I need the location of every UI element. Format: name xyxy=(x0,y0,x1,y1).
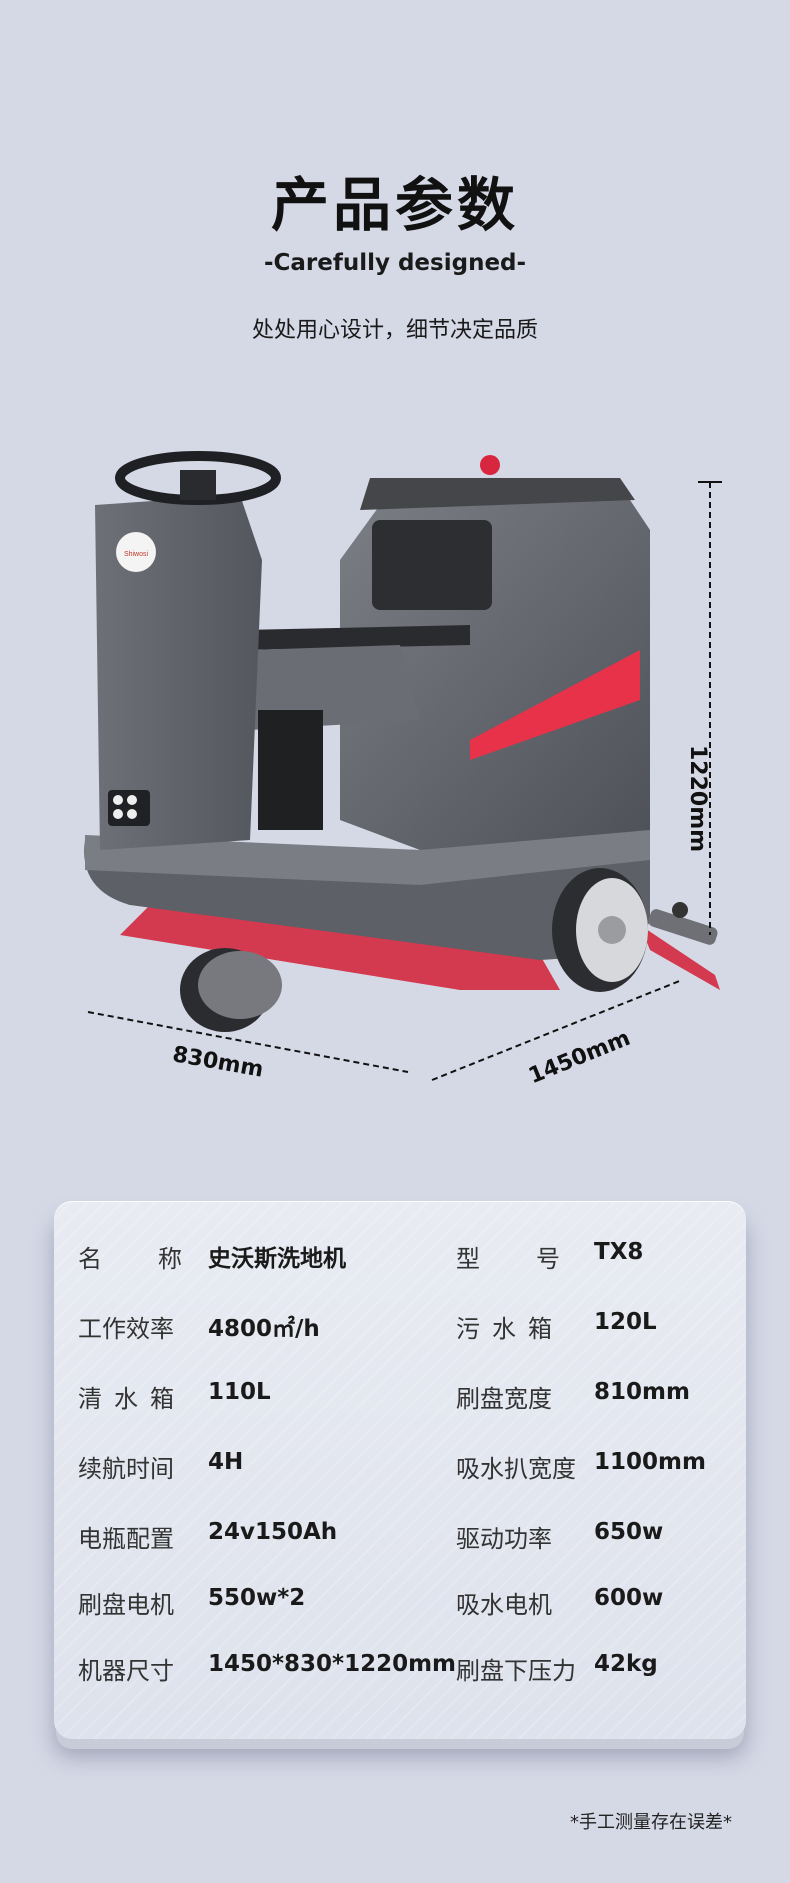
page-title: 产品参数 xyxy=(270,171,519,239)
spec-label: 工作效率 xyxy=(78,1315,174,1343)
spec-value: 600w xyxy=(594,1585,664,1611)
spec-row: 清水箱 110L 刷盘宽度 810mm xyxy=(54,1379,746,1419)
footnote: *手工测量存在误差* xyxy=(570,1812,732,1833)
spec-label: 吸水电机 xyxy=(456,1591,552,1619)
brand-logo: Shiwosi xyxy=(124,551,149,558)
spec-card: 名称史沃斯洗地机 型号 TX8 工作效率 4800㎡/h 污水箱 120L 清水箱 110L 刷盘… xyxy=(54,1201,746,1739)
spec-row: 电瓶配置 24v150Ah 驱动功率 650w xyxy=(54,1519,746,1559)
spec-label: 电瓶配置 xyxy=(78,1525,174,1553)
spec-label: 续航时间 xyxy=(78,1455,174,1483)
spec-label: 驱动功率 xyxy=(456,1525,552,1553)
squeegee-arm xyxy=(648,902,718,945)
spec-label: 污水箱 xyxy=(456,1315,552,1343)
spec-label: 型号 xyxy=(456,1245,560,1273)
spec-value: 1450*830*1220mm xyxy=(208,1651,457,1677)
spec-row: 刷盘电机 550w*2 吸水电机 600w xyxy=(54,1585,746,1625)
seat xyxy=(245,625,470,830)
spec-row: 续航时间 4H 吸水扒宽度 1100mm xyxy=(54,1449,746,1489)
red-accent-panel xyxy=(470,650,640,760)
floor-scrubber-illustration: Shiwosi xyxy=(84,451,722,1081)
spec-value: 4H xyxy=(208,1449,244,1475)
spec-value: TX8 xyxy=(594,1239,644,1265)
spec-value: 24v150Ah xyxy=(208,1519,338,1545)
spec-value: 1100mm xyxy=(594,1449,706,1475)
dimension-lines xyxy=(87,481,722,1081)
base-platform xyxy=(84,825,650,960)
spec-label: 清水箱 xyxy=(78,1385,174,1413)
spec-value: 650w xyxy=(594,1519,664,1545)
front-wheel xyxy=(180,948,282,1032)
spec-value: 550w*2 xyxy=(208,1585,306,1611)
spec-label: 名称 xyxy=(78,1245,182,1273)
spec-label: 吸水扒宽度 xyxy=(456,1455,576,1483)
steering-wheel xyxy=(115,451,281,505)
spec-label: 刷盘下压力 xyxy=(456,1657,576,1685)
spec-row: 名称史沃斯洗地机 型号 TX8 xyxy=(54,1239,746,1279)
red-squeegee xyxy=(120,905,720,990)
spec-value: 史沃斯洗地机 xyxy=(208,1246,346,1272)
subtitle-chinese: 处处用心设计，细节决定品质 xyxy=(251,318,538,343)
spec-value: 120L xyxy=(594,1309,657,1335)
spec-row: 工作效率 4800㎡/h 污水箱 120L xyxy=(54,1309,746,1349)
spec-value: 810mm xyxy=(594,1379,690,1405)
rear-wheel xyxy=(552,868,648,992)
spec-label: 机器尺寸 xyxy=(78,1657,174,1685)
spec-label: 刷盘电机 xyxy=(78,1591,174,1619)
spec-label: 刷盘宽度 xyxy=(456,1385,552,1413)
height-dimension-label: 1220mm xyxy=(685,745,710,853)
spec-value: 4800㎡/h xyxy=(208,1316,320,1342)
rear-body xyxy=(340,455,650,850)
spec-value: 42kg xyxy=(594,1651,658,1677)
steering-tower: Shiwosi xyxy=(95,495,262,850)
spec-value: 110L xyxy=(208,1379,271,1405)
subtitle-english: -Carefully designed- xyxy=(263,250,527,276)
